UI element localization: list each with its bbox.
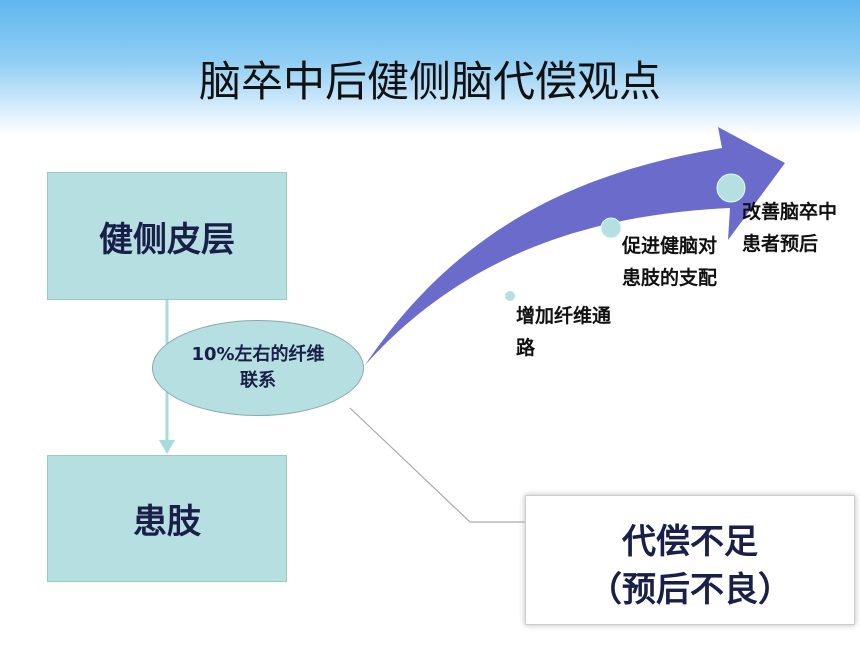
sky-banner bbox=[0, 0, 860, 135]
result-line-2: （预后不良） bbox=[588, 570, 792, 610]
step-label: 改善脑卒中患者预后 bbox=[742, 201, 838, 255]
step-label: 促进健脑对患肢的支配 bbox=[622, 235, 718, 289]
step-dot bbox=[600, 217, 622, 239]
affected-limb-box: 患肢 bbox=[47, 455, 287, 582]
healthy-cortex-box: 健侧皮层 bbox=[47, 172, 287, 300]
result-line-1: 代偿不足 bbox=[622, 522, 758, 562]
result-box: 代偿不足 （预后不良） bbox=[525, 495, 855, 625]
fiber-connection-ellipse: 10%左右的纤维联系 bbox=[152, 320, 364, 416]
callout-line bbox=[349, 407, 525, 523]
step-label: 增加纤维通路 bbox=[516, 305, 612, 359]
step-dot bbox=[505, 291, 515, 301]
connector-arrowhead bbox=[159, 440, 175, 454]
curved-arrow bbox=[365, 127, 785, 365]
step-dot bbox=[716, 173, 746, 203]
slide-title: 脑卒中后健侧脑代偿观点 bbox=[198, 57, 661, 106]
